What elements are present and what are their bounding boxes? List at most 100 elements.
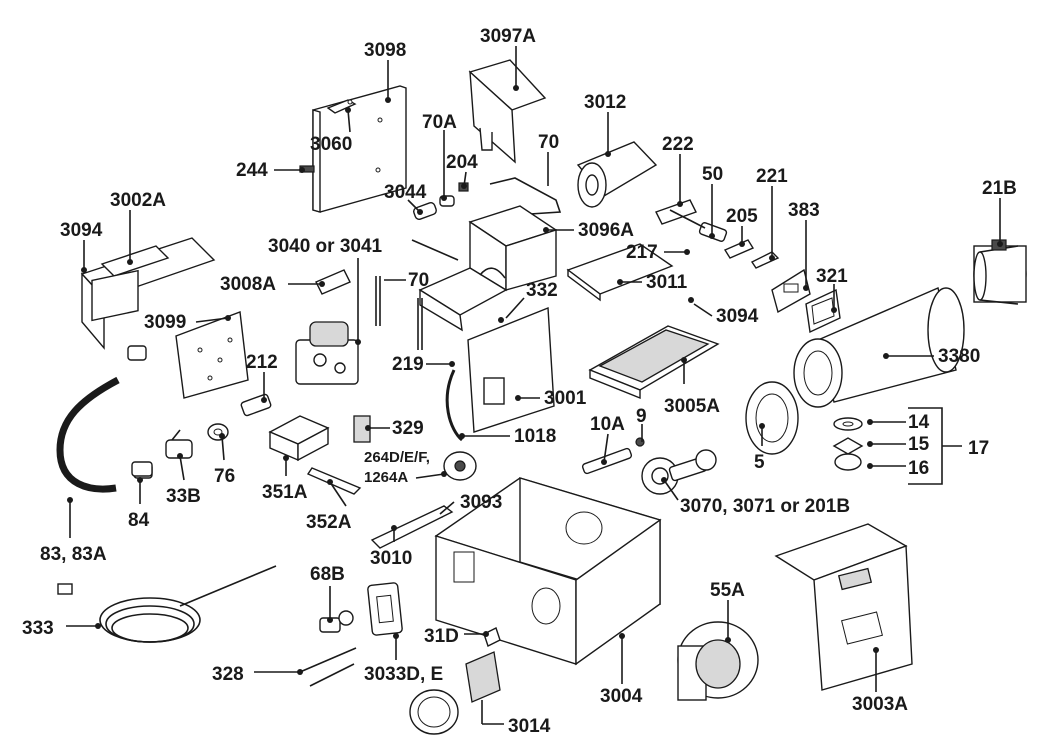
label-212: 212	[246, 352, 278, 373]
part-3098-bracket	[312, 85, 407, 213]
label-351a: 351A	[262, 482, 308, 503]
part-21b-clamp	[973, 239, 1027, 305]
label-3098: 3098	[364, 40, 406, 61]
part-383-gasket	[771, 268, 811, 314]
part-68b-fitting	[319, 610, 354, 633]
label-3044: 3044	[384, 182, 427, 203]
part-50-electrode	[669, 209, 728, 242]
part-84-fitting	[131, 461, 153, 477]
part-212-nipple	[240, 393, 272, 417]
part-70-rod	[375, 239, 459, 326]
part-3011-shelf	[566, 243, 674, 302]
label-383: 383	[788, 200, 820, 221]
label-219: 219	[392, 354, 424, 375]
part-3099-plate	[175, 311, 249, 399]
label-10a: 10A	[590, 414, 625, 435]
label-321: 321	[816, 266, 848, 287]
part-5-gasket	[745, 381, 799, 455]
part-3040-gas-valve	[295, 321, 359, 385]
part-333-cord	[57, 565, 277, 643]
part-3060-clip	[326, 99, 357, 114]
label-3060: 3060	[310, 134, 352, 155]
label-3002a: 3002A	[110, 190, 166, 211]
label-217: 217	[626, 242, 658, 263]
label-83: 83, 83A	[40, 544, 107, 565]
label-3094-left: 3094	[60, 220, 103, 241]
label-55a: 55A	[710, 580, 745, 601]
part-3004-base	[434, 477, 662, 666]
part-3002a-cover	[80, 237, 216, 350]
part-351a-ignitor	[268, 415, 330, 462]
label-3070: 3070, 3071 or 201B	[680, 496, 850, 517]
part-328-wire	[299, 647, 357, 687]
part-3033-gasket	[367, 582, 403, 636]
label-3011: 3011	[646, 272, 688, 293]
part-3070-head	[641, 449, 717, 495]
part-3012-electrode-holder	[576, 141, 658, 208]
label-3099: 3099	[144, 312, 186, 333]
part-33b-valve	[165, 429, 193, 459]
part-3008a-bracket	[315, 269, 351, 295]
label-70-mid: 70	[408, 270, 429, 291]
part-3097a-cover	[468, 59, 547, 164]
leader-lines	[66, 46, 1003, 725]
part-205-plate	[723, 239, 755, 259]
label-50: 50	[702, 164, 723, 185]
label-3094-right: 3094	[716, 306, 759, 327]
part-3044-tube	[413, 202, 437, 220]
part-1018-tube	[445, 369, 464, 442]
label-9: 9	[636, 406, 647, 427]
label-1264a: 1264A	[364, 469, 408, 486]
label-15: 15	[908, 434, 930, 455]
part-219-tube	[417, 298, 423, 350]
label-333: 333	[22, 618, 54, 639]
part-76-bushing	[207, 423, 229, 441]
label-3003a: 3003A	[852, 694, 908, 715]
label-17: 17	[968, 438, 989, 459]
part-352a-strip	[306, 467, 362, 495]
label-1018: 1018	[514, 426, 556, 447]
label-33b: 33B	[166, 486, 201, 507]
label-3033: 3033D, E	[364, 664, 443, 685]
part-3010-bracket	[370, 505, 454, 549]
label-329: 329	[392, 418, 424, 439]
part-264-switch	[443, 451, 477, 481]
label-31d: 31D	[424, 626, 459, 647]
label-70-top: 70	[538, 132, 559, 153]
label-352a: 352A	[306, 512, 352, 533]
label-204: 204	[446, 152, 478, 173]
part-332-screw	[498, 317, 504, 323]
label-3096a: 3096A	[578, 220, 634, 241]
label-205: 205	[726, 206, 758, 227]
label-68b: 68B	[310, 564, 345, 585]
part-70-wire-top	[489, 177, 562, 215]
label-222: 222	[662, 134, 694, 155]
label-328: 328	[212, 664, 244, 685]
label-3004: 3004	[600, 686, 643, 707]
label-3093: 3093	[460, 492, 502, 513]
part-16-plate	[834, 453, 862, 471]
part-3003a-housing	[774, 523, 913, 691]
part-3014-inlet	[409, 651, 501, 735]
label-3001: 3001	[544, 388, 587, 409]
part-14-ring	[833, 417, 863, 431]
part-321-gasket	[805, 288, 841, 334]
part-15-gasket	[832, 437, 864, 455]
label-76: 76	[214, 466, 235, 487]
label-244: 244	[236, 160, 268, 181]
label-5: 5	[754, 452, 765, 473]
label-3010: 3010	[370, 548, 412, 569]
label-332: 332	[526, 280, 558, 301]
part-3001-panel	[467, 306, 555, 433]
label-3005a: 3005A	[664, 396, 720, 417]
label-70a: 70A	[422, 112, 457, 133]
label-3012: 3012	[584, 92, 626, 113]
callout-labels: 3098 3097A 3012 70A 204 70 3060 244 3044…	[22, 26, 1017, 737]
label-3040: 3040 or 3041	[268, 236, 383, 257]
label-16: 16	[908, 458, 929, 479]
label-264: 264D/E/F,	[364, 449, 430, 466]
part-3096a-airbox	[418, 205, 558, 332]
label-221: 221	[756, 166, 788, 187]
label-84: 84	[128, 510, 150, 531]
